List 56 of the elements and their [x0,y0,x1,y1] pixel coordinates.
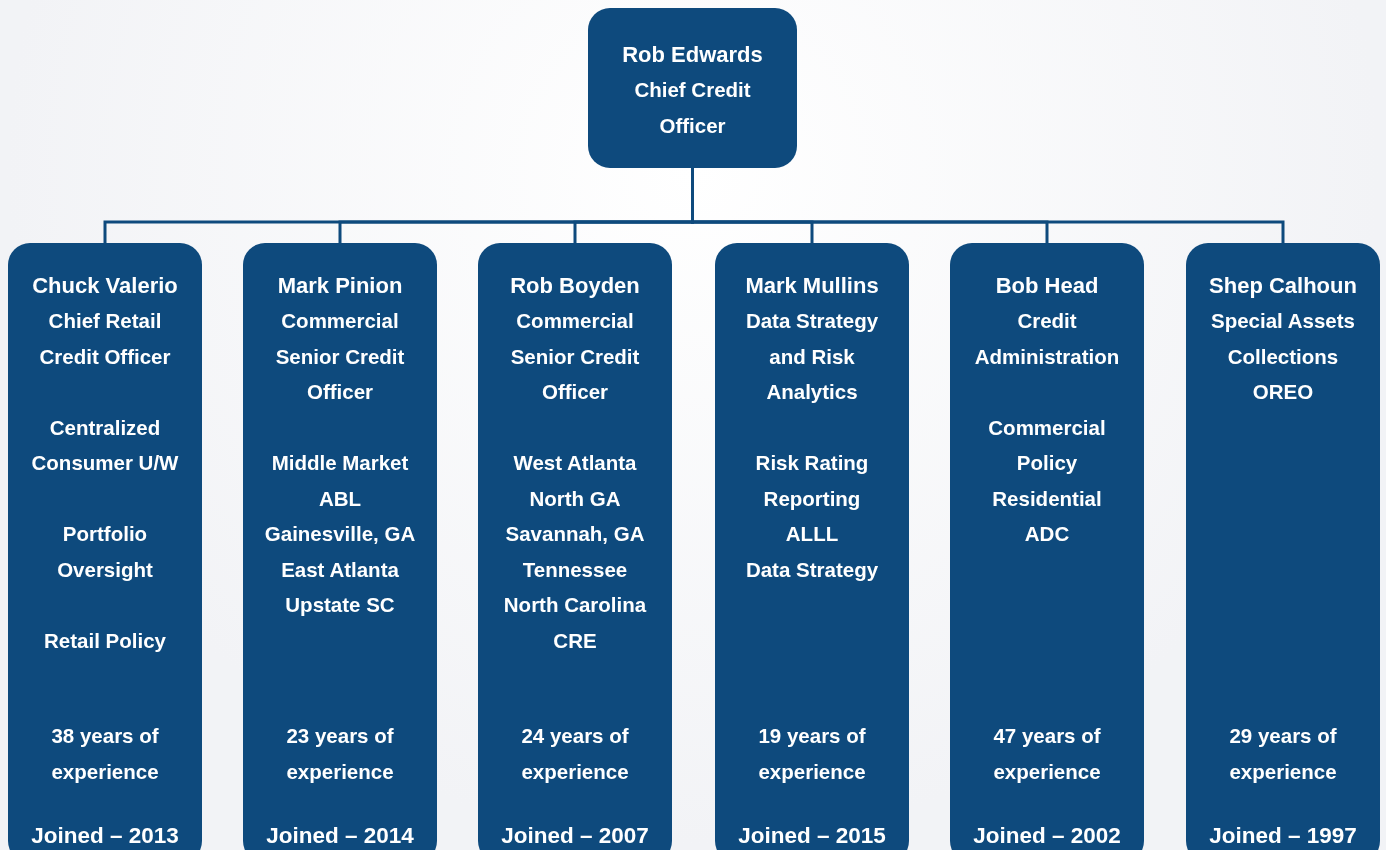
responsibility-text: North Carolina [503,592,647,618]
person-name: Rob Edwards [622,41,763,69]
team-member-box [950,243,1144,850]
joined-year: Joined – 2014 [266,822,414,850]
responsibility-text: ALLL [785,521,839,547]
responsibility-text: East Atlanta [281,556,399,583]
job-title: Data Strategy and Risk Analytics [744,308,880,405]
responsibility-text: CRE [553,627,597,654]
responsibility-text: Residential [992,485,1102,512]
team-member-box [8,243,202,850]
team-member-box [478,243,672,850]
responsibility-text: Commercial Policy [987,414,1107,476]
person-name: Shep Calhoun [1209,272,1357,300]
job-title: Chief Retail Credit Officer [38,308,172,370]
experience-text: 47 years of experience [992,723,1102,785]
responsibility-text: Portfolio Oversight [56,521,154,583]
joined-year: Joined – 2015 [738,822,886,850]
experience-text: 24 years of experience [520,723,630,785]
team-member-box [243,243,437,850]
responsibility-text: Collections [1227,343,1339,370]
team-member-box [1186,243,1380,850]
responsibility-text: West Atlanta [513,450,637,476]
person-name: Bob Head [995,272,1099,300]
experience-text: 23 years of experience [285,723,395,785]
joined-year: Joined – 2002 [973,822,1121,850]
responsibility-text: Retail Policy [44,627,166,654]
joined-year: Joined – 2013 [31,822,179,850]
experience-text: 29 years of experience [1228,723,1338,785]
person-name: Mark Pinion [277,272,403,300]
responsibility-text: Upstate SC [285,592,395,618]
responsibility-text: Middle Market [271,450,409,476]
responsibility-text: ABL [318,485,362,512]
responsibility-text: Reporting [763,485,861,512]
responsibility-text: Gainesville, GA [264,521,416,547]
experience-text: 19 years of experience [757,723,867,785]
job-title: Commercial Senior Credit Officer [274,308,406,405]
responsibility-text: OREO [1252,379,1314,405]
person-name: Mark Mullins [745,272,879,300]
responsibility-text: Centralized Consumer U/W [30,414,180,476]
manager-box [588,8,797,168]
responsibility-text: North GA [529,485,621,512]
responsibility-text: Tennessee [522,556,628,583]
responsibility-text: Savannah, GA [505,521,645,547]
job-title: Credit Administration [973,308,1121,370]
joined-year: Joined – 2007 [501,822,649,850]
responsibility-text: Risk Rating [755,450,869,476]
person-name: Rob Boyden [510,272,640,300]
responsibility-text: Data Strategy [745,556,879,583]
job-title: Special Assets [1211,308,1355,334]
person-name: Chuck Valerio [32,272,178,300]
joined-year: Joined – 1997 [1209,822,1357,850]
team-member-box [715,243,909,850]
job-title: Commercial Senior Credit Officer [509,308,641,405]
experience-text: 38 years of experience [50,723,160,785]
job-title: Chief Credit Officer [633,77,752,139]
responsibility-text: ADC [1024,521,1070,547]
